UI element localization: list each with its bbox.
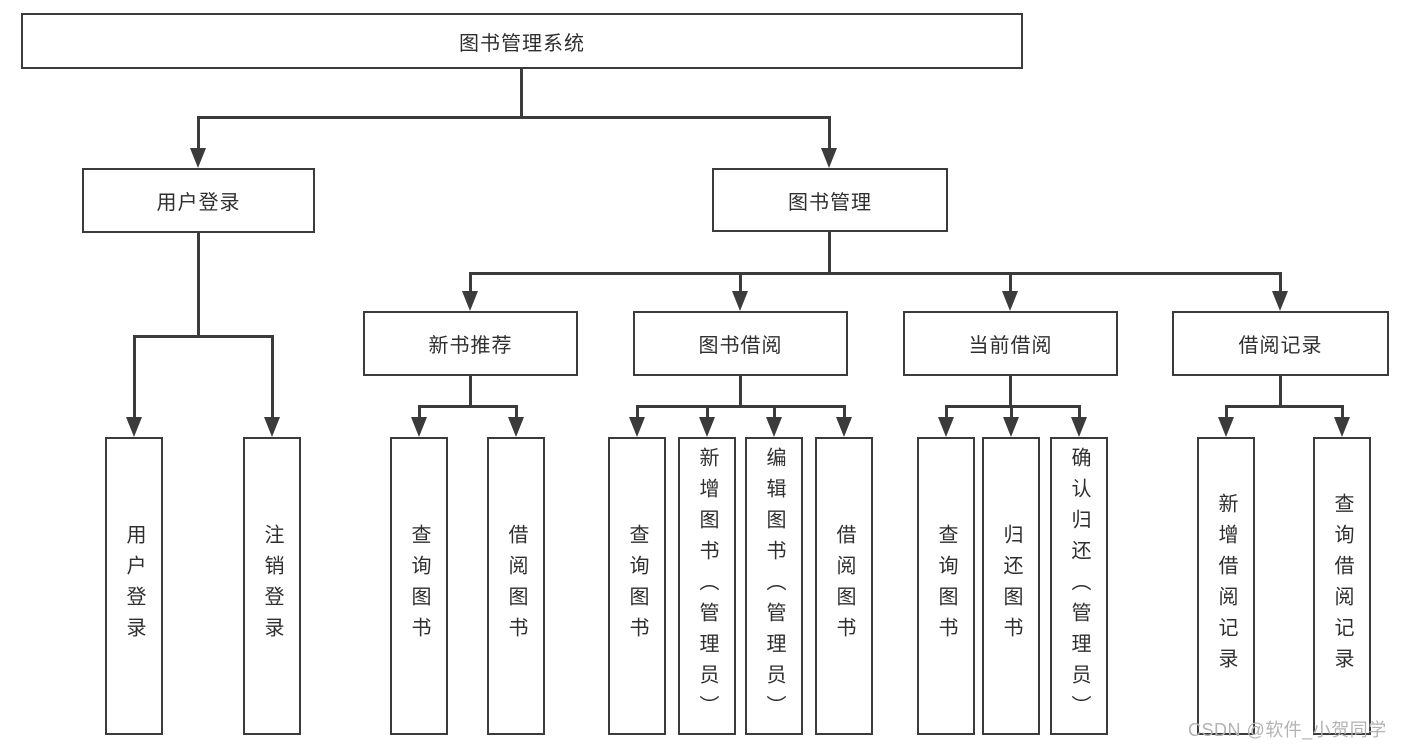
- arrow-down-icon: [1003, 417, 1019, 437]
- leaf-label: 查询图书: [626, 524, 648, 648]
- connector-line: [739, 272, 742, 294]
- arrow-down-icon: [821, 148, 837, 168]
- arrow-down-icon: [1272, 291, 1288, 311]
- leaf-label: 查询图书: [935, 524, 957, 648]
- connector-line: [706, 405, 709, 419]
- leaf-recommend-search-books: 查询图书: [390, 437, 448, 735]
- arrow-down-icon: [836, 417, 852, 437]
- node-root: 图书管理系统: [21, 13, 1023, 69]
- connector-line: [1009, 272, 1012, 294]
- leaf-borrow-edit-books-admin: 编辑图书（管理员）: [745, 437, 803, 735]
- node-user-login-label: 用户登录: [156, 192, 241, 214]
- leaf-borrow-add-books-admin: 新增图书（管理员）: [678, 437, 736, 735]
- connector-line: [271, 335, 274, 421]
- connector-line: [418, 405, 518, 408]
- connector-line: [945, 405, 948, 419]
- leaf-recommend-borrow-books: 借阅图书: [487, 437, 545, 735]
- arrow-down-icon: [508, 417, 524, 437]
- node-book-borrow: 图书借阅: [633, 311, 848, 376]
- leaf-current-return-books: 归还图书: [982, 437, 1040, 735]
- leaf-label: 新增借阅记录: [1215, 493, 1237, 679]
- arrow-down-icon: [732, 291, 748, 311]
- connector-line: [636, 405, 639, 419]
- leaf-records-add-record: 新增借阅记录: [1197, 437, 1255, 735]
- arrow-down-icon: [462, 291, 478, 311]
- arrow-down-icon: [411, 417, 427, 437]
- leaf-logout: 注销登录: [243, 437, 301, 735]
- connector-line: [1279, 272, 1282, 294]
- arrow-down-icon: [699, 417, 715, 437]
- leaf-borrow-search-books: 查询图书: [608, 437, 666, 735]
- arrow-down-icon: [126, 417, 142, 437]
- connector-line: [418, 405, 421, 419]
- arrow-down-icon: [264, 417, 280, 437]
- connector-line: [739, 376, 742, 408]
- leaf-label: 编辑图书（管理员）: [763, 446, 785, 726]
- connector-line: [1078, 405, 1081, 419]
- arrow-down-icon: [1334, 417, 1350, 437]
- arrow-down-icon: [1071, 417, 1087, 437]
- node-root-label: 图书管理系统: [459, 32, 585, 55]
- csdn-watermark: CSDN @软件_小贺同学: [1188, 720, 1387, 740]
- arrow-down-icon: [629, 417, 645, 437]
- connector-line: [520, 69, 523, 118]
- arrow-down-icon: [190, 148, 206, 168]
- arrow-down-icon: [938, 417, 954, 437]
- connector-line: [1010, 405, 1013, 419]
- node-current-borrow: 当前借阅: [903, 311, 1118, 376]
- connector-line: [197, 233, 200, 338]
- connector-line: [945, 405, 1081, 408]
- connector-line: [828, 116, 831, 154]
- connector-line: [843, 405, 846, 419]
- leaf-label: 查询图书: [408, 524, 430, 648]
- leaf-label: 注销登录: [261, 524, 283, 648]
- connector-line: [469, 376, 472, 408]
- connector-line: [1279, 376, 1282, 408]
- arrow-down-icon: [1218, 417, 1234, 437]
- node-label: 新书推荐: [428, 335, 513, 357]
- connector-line: [1225, 405, 1344, 408]
- connector-line: [773, 405, 776, 419]
- arrow-down-icon: [1002, 291, 1018, 311]
- leaf-label: 归还图书: [1000, 524, 1022, 648]
- leaf-records-search-record: 查询借阅记录: [1313, 437, 1371, 735]
- connector-line: [515, 405, 518, 419]
- connector-line: [636, 405, 846, 408]
- node-new-book-recommend: 新书推荐: [363, 311, 578, 376]
- node-label: 当前借阅: [968, 335, 1053, 357]
- connector-line: [1341, 405, 1344, 419]
- connector-line: [133, 335, 136, 421]
- connector-line: [469, 272, 472, 294]
- leaf-label: 查询借阅记录: [1331, 493, 1353, 679]
- leaf-current-search-books: 查询图书: [917, 437, 975, 735]
- arrow-down-icon: [766, 417, 782, 437]
- connector-line: [469, 272, 1282, 275]
- connector-line: [828, 232, 831, 275]
- connector-line: [133, 335, 274, 338]
- leaf-label: 确认归还（管理员）: [1068, 446, 1090, 726]
- node-label: 图书借阅: [698, 335, 783, 357]
- leaf-user-login: 用户登录: [105, 437, 163, 735]
- node-book-management-label: 图书管理: [788, 191, 872, 214]
- connector-line: [1225, 405, 1228, 419]
- leaf-borrow-borrow-books: 借阅图书: [815, 437, 873, 735]
- connector-line: [1009, 376, 1012, 408]
- leaf-label: 借阅图书: [833, 524, 855, 648]
- node-book-management: 图书管理: [712, 168, 948, 232]
- node-borrow-records: 借阅记录: [1172, 311, 1389, 376]
- connector-line: [197, 116, 831, 119]
- leaf-label: 用户登录: [123, 524, 145, 648]
- leaf-label: 新增图书（管理员）: [696, 446, 718, 726]
- leaf-label: 借阅图书: [505, 524, 527, 648]
- leaf-current-confirm-return-admin: 确认归还（管理员）: [1050, 437, 1108, 735]
- node-user-login: 用户登录: [82, 168, 315, 233]
- node-label: 借阅记录: [1238, 335, 1323, 357]
- connector-line: [197, 116, 200, 154]
